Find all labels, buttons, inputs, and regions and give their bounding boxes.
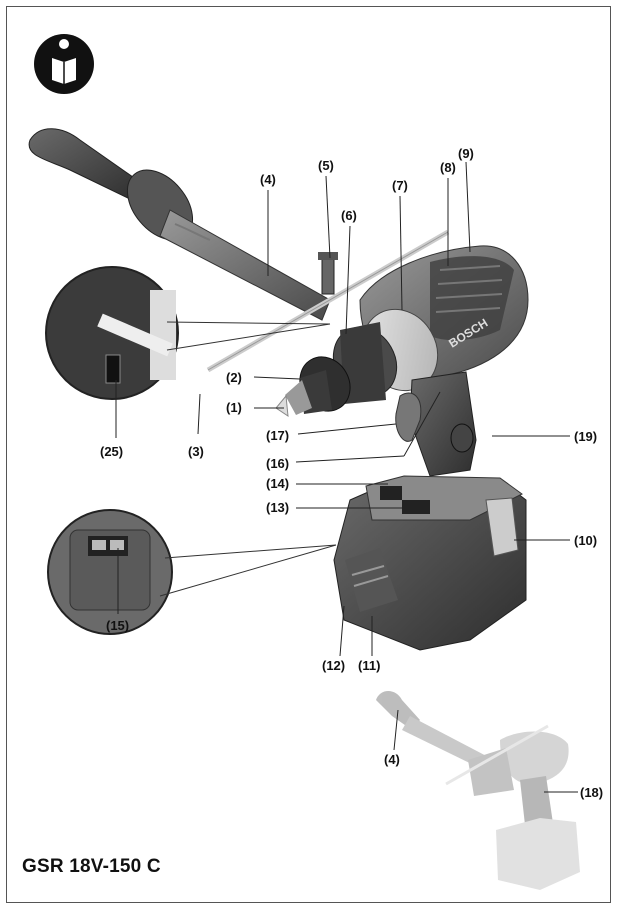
label-12: (12) — [322, 658, 345, 673]
drill-small-view — [376, 691, 580, 890]
drill-grip — [395, 371, 477, 477]
label-11: (11) — [358, 658, 380, 673]
label-18: (18) — [580, 785, 603, 800]
label-10: (10) — [574, 533, 597, 548]
label-9: (9) — [458, 146, 474, 161]
label-15: (15) — [106, 618, 129, 633]
label-2: (2) — [226, 370, 242, 385]
label-14: (14) — [266, 476, 289, 491]
battery-pack — [333, 475, 527, 651]
depth-stop-lever — [318, 252, 338, 295]
label-1: (1) — [226, 400, 242, 415]
label-13: (13) — [266, 500, 289, 515]
auxiliary-handle — [28, 128, 331, 321]
label-8: (8) — [440, 160, 456, 175]
leader-lines — [115, 161, 578, 793]
depth-stop-rod — [206, 229, 450, 373]
label-19: (19) — [574, 429, 597, 444]
read-manual-icon — [34, 34, 94, 94]
label-7: (7) — [392, 178, 408, 193]
page-border — [6, 6, 611, 903]
detail-circle-battery-indicator — [47, 509, 337, 635]
detail-circle-rpm — [45, 266, 331, 400]
label-16: (16) — [266, 456, 289, 471]
label-5: (5) — [318, 158, 334, 173]
part-labels: (4) (5) (6) (7) (8) (9) (2) (1) (3) (17)… — [100, 146, 603, 800]
label-25: (25) — [100, 444, 123, 459]
label-17: (17) — [266, 428, 289, 443]
label-3: (3) — [188, 444, 204, 459]
label-4-small: (4) — [384, 752, 400, 767]
label-6: (6) — [341, 208, 357, 223]
chuck-assembly — [275, 308, 439, 418]
label-4: (4) — [260, 172, 276, 187]
model-title: GSR 18V-150 C — [22, 856, 161, 877]
